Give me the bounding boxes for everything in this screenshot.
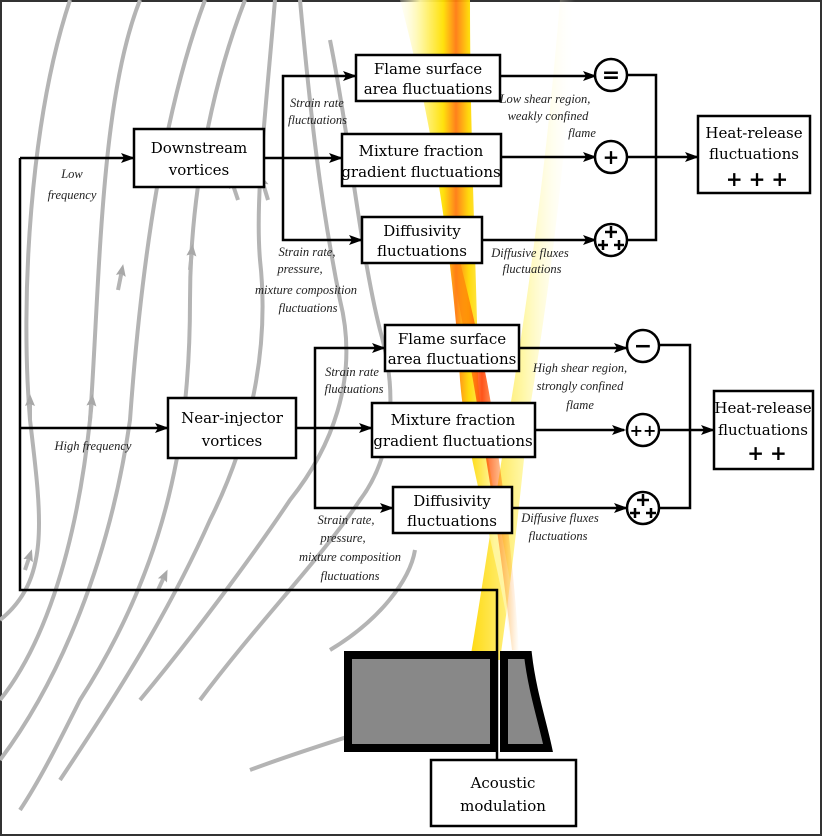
streamline-3 xyxy=(0,0,207,762)
svg-text:−: − xyxy=(634,334,652,359)
lower-flame-surface-box: Flame surface area fluctuations xyxy=(383,323,521,373)
upper-mixture-box: Mixture fraction gradient fluctuations xyxy=(340,132,503,188)
upper-mixture-line2: gradient fluctuations xyxy=(341,163,500,181)
upper-diffusivity-line2: fluctuations xyxy=(377,242,467,260)
lower-mixture-line2: gradient fluctuations xyxy=(373,432,532,450)
lower-heat-release-box: Heat-release fluctuations ++ xyxy=(712,389,815,471)
upper-strain-pressure-line3: mixture composition xyxy=(255,283,357,297)
upper-strain-note-line2: fluctuations xyxy=(288,113,347,127)
lower-strain-pressure-line2: pressure, xyxy=(319,531,365,545)
lower-sign-mixture: ++ xyxy=(625,412,661,448)
acoustic-modulation-box: Acoustic modulation xyxy=(429,758,578,828)
upper-diffusivity-box: Diffusivity fluctuations xyxy=(360,215,484,265)
upper-mixture-line1: Mixture fraction xyxy=(359,142,484,160)
lower-sign-diffusivity xyxy=(625,490,661,526)
upper-heat-release-box: Heat-release fluctuations +++ xyxy=(696,114,812,195)
lower-flame-surface-line2: area fluctuations xyxy=(388,350,517,368)
lower-strain-pressure-line4: fluctuations xyxy=(320,569,379,583)
downstream-vortices-box: Downstream vortices xyxy=(132,127,266,189)
lower-shear-note-line3: flame xyxy=(566,398,594,412)
upper-sign-flame: = xyxy=(593,57,629,93)
injector-block-right xyxy=(500,651,553,752)
lower-strain-note-line2: fluctuations xyxy=(324,382,383,396)
downstream-vortices-line2: vortices xyxy=(168,161,229,179)
upper-diffusive-note-line2: fluctuations xyxy=(502,262,561,276)
near-injector-vortices-box: Near-injector vortices xyxy=(166,396,298,460)
downstream-vortices-line1: Downstream xyxy=(151,139,248,157)
lower-strain-pressure-line3: mixture composition xyxy=(299,550,401,564)
near-injector-line1: Near-injector xyxy=(181,409,284,427)
lower-sign-flame: − xyxy=(625,328,661,364)
upper-flame-surface-line1: Flame surface xyxy=(374,60,482,78)
injector-block-left xyxy=(344,651,498,752)
lower-heat-line2: fluctuations xyxy=(718,421,808,439)
lower-strain-pressure-line1: Strain rate, xyxy=(318,513,375,527)
lower-diffusivity-line1: Diffusivity xyxy=(413,492,491,510)
upper-sign-diffusivity xyxy=(593,222,629,258)
near-injector-line2: vortices xyxy=(201,432,262,450)
streamline-1 xyxy=(0,0,72,622)
lower-mixture-box: Mixture fraction gradient fluctuations xyxy=(370,401,537,459)
lower-shear-note-line1: High shear region, xyxy=(532,361,627,375)
lower-diffusivity-line2: fluctuations xyxy=(407,512,497,530)
upper-flame-surface-line2: area fluctuations xyxy=(364,80,493,98)
lower-heat-signs: ++ xyxy=(747,441,793,465)
upper-heat-line2: fluctuations xyxy=(709,145,799,163)
low-frequency-line2: frequency xyxy=(48,188,97,202)
upper-strain-pressure-line4: fluctuations xyxy=(278,301,337,315)
upper-flame-surface-box: Flame surface area fluctuations xyxy=(354,53,502,103)
lower-shear-note-line2: strongly confined xyxy=(537,379,624,393)
upper-sign-mixture: + xyxy=(593,139,629,175)
acoustic-line1: Acoustic xyxy=(470,774,536,792)
streamline-9 xyxy=(328,549,417,652)
upper-shear-note-line1: Low shear region, xyxy=(499,92,591,106)
plus-cluster-icon xyxy=(630,494,656,518)
upper-strain-pressure-line1: Strain rate, xyxy=(279,245,336,259)
upper-strain-pressure-line2: pressure, xyxy=(276,262,322,276)
upper-shear-note-line3: flame xyxy=(568,126,596,140)
lower-diffusive-note-line1: Diffusive fluxes xyxy=(520,511,599,525)
upper-diffusive-note-line1: Diffusive fluxes xyxy=(490,246,569,260)
upper-diffusivity-line1: Diffusivity xyxy=(383,222,461,240)
upper-heat-line1: Heat-release xyxy=(705,124,802,142)
lower-diffusivity-box: Diffusivity fluctuations xyxy=(391,485,514,535)
signal-lines xyxy=(18,71,715,760)
upper-strain-note-line1: Strain rate xyxy=(290,96,344,110)
plus-cluster-icon xyxy=(598,226,624,250)
acoustic-line2: modulation xyxy=(460,797,546,815)
svg-text:++: ++ xyxy=(630,421,657,440)
low-frequency-line1: Low xyxy=(60,167,83,181)
upper-heat-signs: +++ xyxy=(726,167,794,191)
lower-flame-surface-line1: Flame surface xyxy=(398,330,506,348)
lower-diffusive-note-line2: fluctuations xyxy=(528,529,587,543)
high-frequency-label: High frequency xyxy=(54,439,132,453)
lower-mixture-line1: Mixture fraction xyxy=(391,411,516,429)
upper-shear-note-line2: weakly confined xyxy=(508,109,590,123)
svg-text:=: = xyxy=(602,63,620,88)
streamline-6 xyxy=(138,0,349,702)
svg-text:+: + xyxy=(603,145,620,169)
lower-strain-note-line1: Strain rate xyxy=(325,365,379,379)
lower-heat-line1: Heat-release xyxy=(714,399,811,417)
injector xyxy=(344,651,553,752)
